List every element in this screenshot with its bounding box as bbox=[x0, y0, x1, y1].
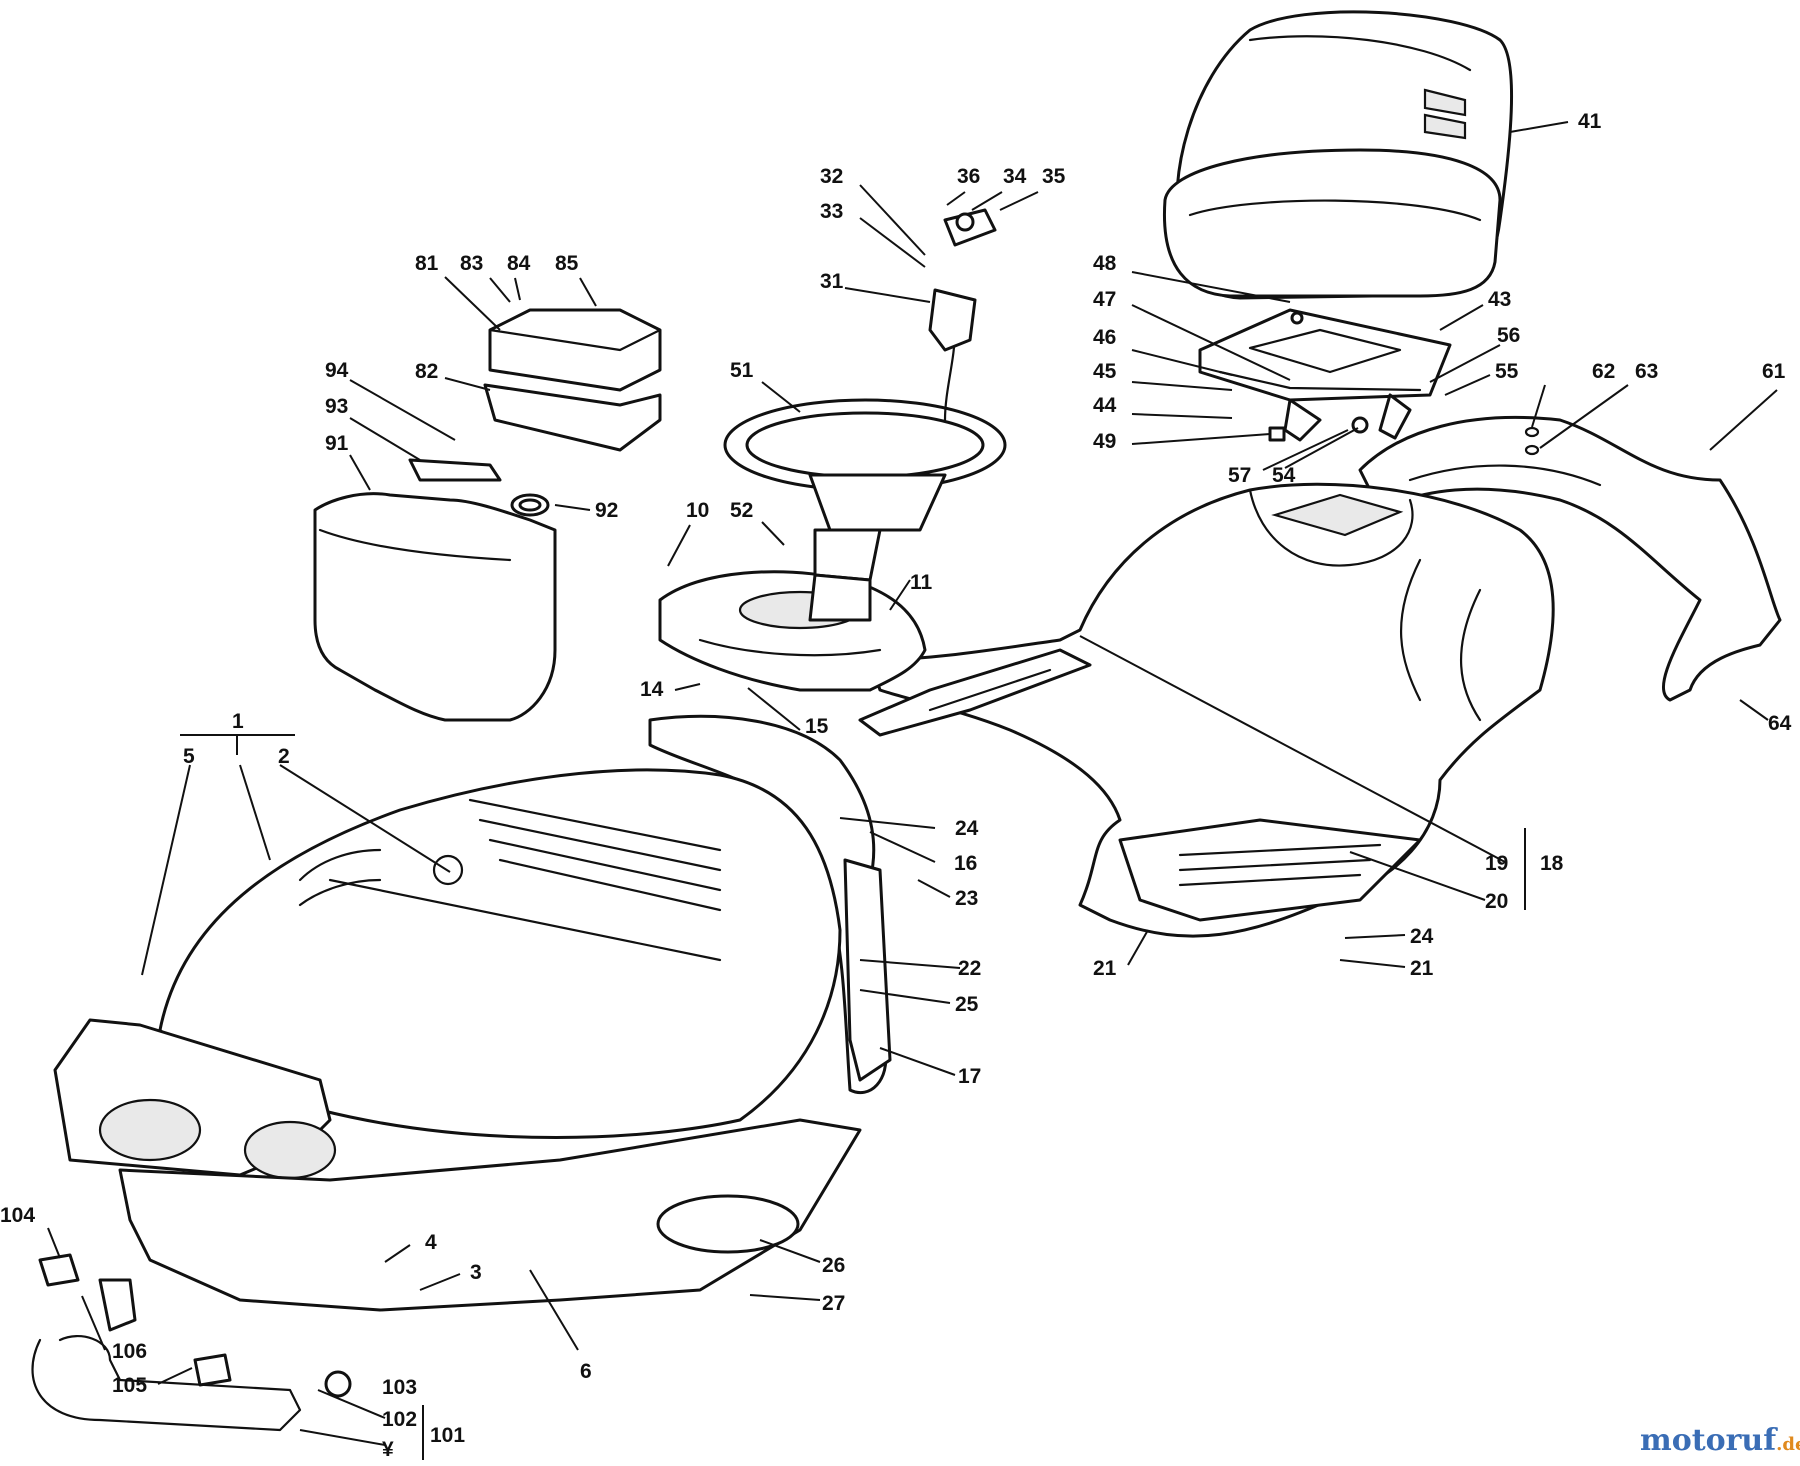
leader-lines bbox=[47, 121, 1778, 1460]
hood bbox=[158, 768, 842, 1139]
label-106: 106 bbox=[112, 1340, 147, 1363]
label-27: 27 bbox=[822, 1292, 845, 1315]
label-26: 26 bbox=[822, 1254, 845, 1277]
part-labels: 1 2 3 4 5 6 10 11 14 15 16 17 18 19 20 2… bbox=[0, 110, 1792, 1461]
steering-wheel bbox=[723, 398, 1007, 622]
label-23: 23 bbox=[955, 887, 978, 910]
label-103: 103 bbox=[382, 1376, 417, 1399]
label-81: 81 bbox=[415, 252, 439, 275]
label-91: 91 bbox=[325, 432, 349, 455]
label-32: 32 bbox=[820, 165, 843, 188]
watermark: motoruf.de bbox=[1640, 1423, 1800, 1458]
label-83: 83 bbox=[460, 252, 483, 275]
rear-fender bbox=[1358, 416, 1782, 702]
label-48: 48 bbox=[1093, 252, 1117, 275]
label-104: 104 bbox=[0, 1204, 35, 1227]
label-22: 22 bbox=[958, 957, 981, 980]
label-62: 62 bbox=[1592, 360, 1615, 383]
label-85: 85 bbox=[555, 252, 579, 275]
label-33: 33 bbox=[820, 200, 843, 223]
label-24-left: 24 bbox=[955, 817, 979, 840]
battery bbox=[483, 308, 662, 452]
label-14: 14 bbox=[640, 678, 664, 701]
label-35: 35 bbox=[1042, 165, 1066, 188]
label-54: 54 bbox=[1272, 464, 1296, 487]
label-51: 51 bbox=[730, 359, 754, 382]
label-102: 102 bbox=[382, 1408, 417, 1431]
label-24-right: 24 bbox=[1410, 925, 1434, 948]
label-46: 46 bbox=[1093, 326, 1116, 349]
svg-text:motoruf.de: motoruf.de bbox=[1640, 1423, 1800, 1458]
steering-lever bbox=[928, 208, 997, 422]
label-6: 6 bbox=[580, 1360, 592, 1383]
label-105: 105 bbox=[112, 1374, 147, 1397]
label-yen: ¥ bbox=[382, 1438, 394, 1461]
label-63: 63 bbox=[1635, 360, 1658, 383]
label-21-left: 21 bbox=[1093, 957, 1117, 980]
label-1: 1 bbox=[232, 710, 244, 733]
watermark-tld: .de bbox=[1776, 1434, 1800, 1455]
label-84: 84 bbox=[507, 252, 531, 275]
label-82: 82 bbox=[415, 360, 438, 383]
label-92: 92 bbox=[595, 499, 618, 522]
label-20: 20 bbox=[1485, 890, 1508, 913]
steering-cover bbox=[658, 570, 927, 692]
label-44: 44 bbox=[1093, 394, 1117, 417]
label-2: 2 bbox=[278, 745, 290, 768]
tow-bar bbox=[31, 1253, 352, 1432]
label-18: 18 bbox=[1540, 852, 1564, 875]
label-52: 52 bbox=[730, 499, 753, 522]
label-34: 34 bbox=[1003, 165, 1027, 188]
label-3: 3 bbox=[470, 1261, 482, 1284]
label-61: 61 bbox=[1762, 360, 1786, 383]
label-43: 43 bbox=[1488, 288, 1511, 311]
label-64: 64 bbox=[1768, 712, 1792, 735]
label-56: 56 bbox=[1497, 324, 1520, 347]
label-101: 101 bbox=[430, 1424, 465, 1447]
label-57: 57 bbox=[1228, 464, 1251, 487]
label-47: 47 bbox=[1093, 288, 1116, 311]
label-49: 49 bbox=[1093, 430, 1116, 453]
label-41: 41 bbox=[1578, 110, 1602, 133]
label-4: 4 bbox=[425, 1231, 437, 1254]
chassis-body bbox=[858, 482, 1555, 938]
label-15: 15 bbox=[805, 715, 829, 738]
label-11: 11 bbox=[910, 571, 933, 594]
seat-plate bbox=[1198, 308, 1452, 442]
seat bbox=[1162, 10, 1514, 300]
grille bbox=[53, 1018, 862, 1312]
label-31: 31 bbox=[820, 270, 844, 293]
label-10: 10 bbox=[686, 499, 709, 522]
label-21-right: 21 bbox=[1410, 957, 1434, 980]
label-94: 94 bbox=[325, 359, 349, 382]
watermark-main: motoruf bbox=[1640, 1423, 1778, 1458]
label-55: 55 bbox=[1495, 360, 1519, 383]
label-93: 93 bbox=[325, 395, 348, 418]
fuel-tank bbox=[313, 458, 557, 722]
label-5: 5 bbox=[183, 745, 195, 768]
label-17: 17 bbox=[958, 1065, 981, 1088]
label-16: 16 bbox=[954, 852, 977, 875]
label-25: 25 bbox=[955, 993, 979, 1016]
label-19: 19 bbox=[1485, 852, 1508, 875]
label-45: 45 bbox=[1093, 360, 1117, 383]
label-36: 36 bbox=[957, 165, 980, 188]
